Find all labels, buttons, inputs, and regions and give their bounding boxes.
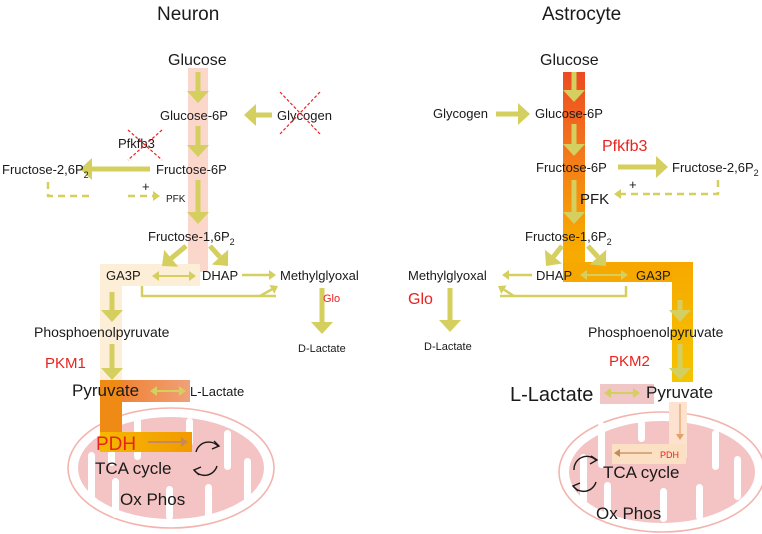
pfkfb3-inhibited-x-mark: [127, 129, 163, 161]
neuron-glucose-to-g6p-arrow: [187, 72, 209, 103]
neuron-pyruvate-l-lactate-arrow-left: [150, 386, 168, 396]
neuron-pdh-to-tca-arrow: [148, 437, 188, 447]
neuron-glucose-6p: Glucose-6P: [160, 108, 228, 123]
astrocyte-f16p2-to-dhap-arrow: [544, 244, 564, 266]
astrocyte-pyruvate-to-pdh-arrow: [676, 404, 684, 440]
astrocyte-d-lactate: D-Lactate: [424, 341, 472, 353]
neuron-f6p-to-f16p2-arrow: [187, 180, 209, 224]
astrocyte-ga3p-methylglyoxal-arrowhead: [498, 285, 515, 298]
neuron-pfk-activation-arrow: [128, 191, 160, 201]
astrocyte-pep-to-pyruvate-arrow: [669, 344, 691, 380]
astrocyte-f6p-to-f16p2-arrow: [563, 180, 585, 224]
astrocyte-flux-bands: [563, 72, 693, 464]
astrocyte-ox-phos: Ox Phos: [596, 504, 661, 523]
neuron-l-lactate: L-Lactate: [190, 384, 244, 399]
astrocyte-tca-cycle: TCA cycle: [603, 463, 680, 482]
astrocyte-pdh: PDH: [660, 450, 679, 460]
astrocyte-l-lactate-pyruvate-arrow-right: [622, 388, 640, 398]
astrocyte-pfkfb3: Pfkfb3: [602, 138, 647, 155]
neuron-g6p-to-f6p-arrow: [187, 126, 209, 157]
neuron-glycogen-to-g6p-arrow: [244, 104, 272, 126]
neuron-methylglyoxal: Methylglyoxal: [280, 268, 359, 283]
astrocyte-title: Astrocyte: [542, 4, 621, 25]
pathway-arrows: [46, 72, 720, 457]
neuron-ga3p-to-methylglyoxal-line: [140, 286, 276, 298]
neuron-glycogen: Glycogen: [277, 108, 332, 123]
astrocyte-ga3p-to-pep-arrow: [669, 300, 691, 322]
astrocyte-pdh-to-tca-arrow: [614, 449, 652, 457]
astrocyte-f6p-to-f26p2-arrow: [618, 156, 668, 178]
astrocyte-glucose-6p: Glucose-6P: [535, 106, 603, 121]
neuron-tca-cycle-icon: [192, 440, 221, 477]
astrocyte-phosphoenolpyruvate: Phosphoenolpyruvate: [588, 324, 724, 340]
neuron-f6p-to-f26p2-arrow: [80, 158, 150, 180]
astrocyte-fructose-16p2: Fructose-1,6P2: [525, 229, 612, 247]
astrocyte-dhap-ga3p-arrow-right: [604, 270, 628, 280]
neuron-fructose-16p2: Fructose-1,6P2: [148, 229, 235, 247]
astrocyte-dhap-to-methylglyoxal-arrow: [502, 270, 532, 280]
neuron-pkm1: PKM1: [45, 355, 86, 372]
astrocyte-dhap: DHAP: [536, 268, 572, 283]
neuron-phosphoenolpyruvate: Phosphoenolpyruvate: [34, 324, 170, 340]
neuron-pfk: PFK: [166, 194, 186, 205]
neuron-ga3p: GA3P: [106, 268, 141, 283]
astrocyte-glycogen: Glycogen: [433, 106, 488, 121]
neuron-fructose-6p: Fructose-6P: [156, 162, 227, 177]
neuron-tca-cycle: TCA cycle: [95, 459, 172, 478]
astrocyte-pyruvate: Pyruvate: [646, 383, 713, 402]
astrocyte-glo: Glo: [408, 291, 433, 308]
neuron-panel: Neuron Glucose Glucose-6P Glycogen Pfkfb…: [2, 4, 359, 509]
neuron-methylglyoxal-to-d-lactate-arrow: [311, 288, 333, 334]
neuron-plus-dashed-line: [46, 182, 92, 198]
astrocyte-fructose-26p2: Fructose-2,6P2: [672, 160, 759, 178]
astrocyte-plus-sign: +: [629, 177, 637, 192]
neuron-pfkfb3: Pfkfb3: [118, 136, 155, 151]
astrocyte-l-lactate-pyruvate-arrow-left: [604, 388, 622, 398]
astrocyte-ga3p: GA3P: [636, 268, 671, 283]
neuron-f16p2-to-ga3p-arrow: [162, 244, 188, 267]
astrocyte-plus-dashed-line: [650, 180, 720, 196]
neuron-ga3p-methylglyoxal-arrowhead: [259, 285, 278, 298]
neuron-ox-phos: Ox Phos: [120, 490, 185, 509]
neuron-glucose: Glucose: [168, 52, 227, 69]
neuron-glo: Glo: [323, 293, 340, 305]
astrocyte-pfk-activation-arrow: [614, 189, 650, 199]
astrocyte-dhap-ga3p-arrow-left: [580, 270, 604, 280]
astrocyte-panel: Astrocyte Glucose Glycogen Glucose-6P Pf…: [408, 4, 759, 523]
neuron-pyruvate: Pyruvate: [72, 381, 139, 400]
neuron-pep-to-pyruvate-arrow: [101, 344, 123, 380]
astrocyte-tca-cycle-icon: [571, 455, 599, 493]
astrocyte-f16p2-to-ga3p-arrow: [586, 244, 607, 266]
neuron-f16p2-to-dhap-arrow: [208, 244, 229, 266]
neuron-plus-sign: +: [142, 179, 150, 194]
neuron-fructose-26p2: Fructose-2,6P2: [2, 162, 89, 180]
astrocyte-g6p-to-f6p-arrow: [563, 124, 585, 156]
neuron-ga3p-dhap-arrow-right: [174, 271, 196, 281]
astrocyte-glucose: Glucose: [540, 52, 599, 69]
astrocyte-glucose-to-g6p-arrow: [563, 72, 585, 102]
astrocyte-pfk: PFK: [580, 191, 609, 208]
astrocyte-glycogen-to-g6p-arrow: [496, 103, 530, 125]
astrocyte-methylglyoxal-to-d-lactate-arrow: [439, 288, 461, 332]
astrocyte-l-lactate: L-Lactate: [510, 384, 593, 406]
neuron-d-lactate: D-Lactate: [298, 343, 346, 355]
neuron-pyruvate-l-lactate-arrow-right: [168, 386, 186, 396]
neuron-ga3p-dhap-arrow-left: [152, 271, 174, 281]
astrocyte-fructose-6p: Fructose-6P: [536, 160, 607, 175]
astrocyte-methylglyoxal: Methylglyoxal: [408, 268, 487, 283]
neuron-dhap-to-methylglyoxal-arrow: [242, 270, 276, 280]
neuron-dhap: DHAP: [202, 268, 238, 283]
neuron-title: Neuron: [157, 4, 219, 25]
astrocyte-ga3p-to-methylglyoxal-line: [500, 286, 628, 298]
neuron-ga3p-to-pep-arrow: [101, 292, 123, 322]
neuron-pdh: PDH: [96, 434, 136, 455]
astrocyte-pkm2: PKM2: [609, 353, 650, 370]
